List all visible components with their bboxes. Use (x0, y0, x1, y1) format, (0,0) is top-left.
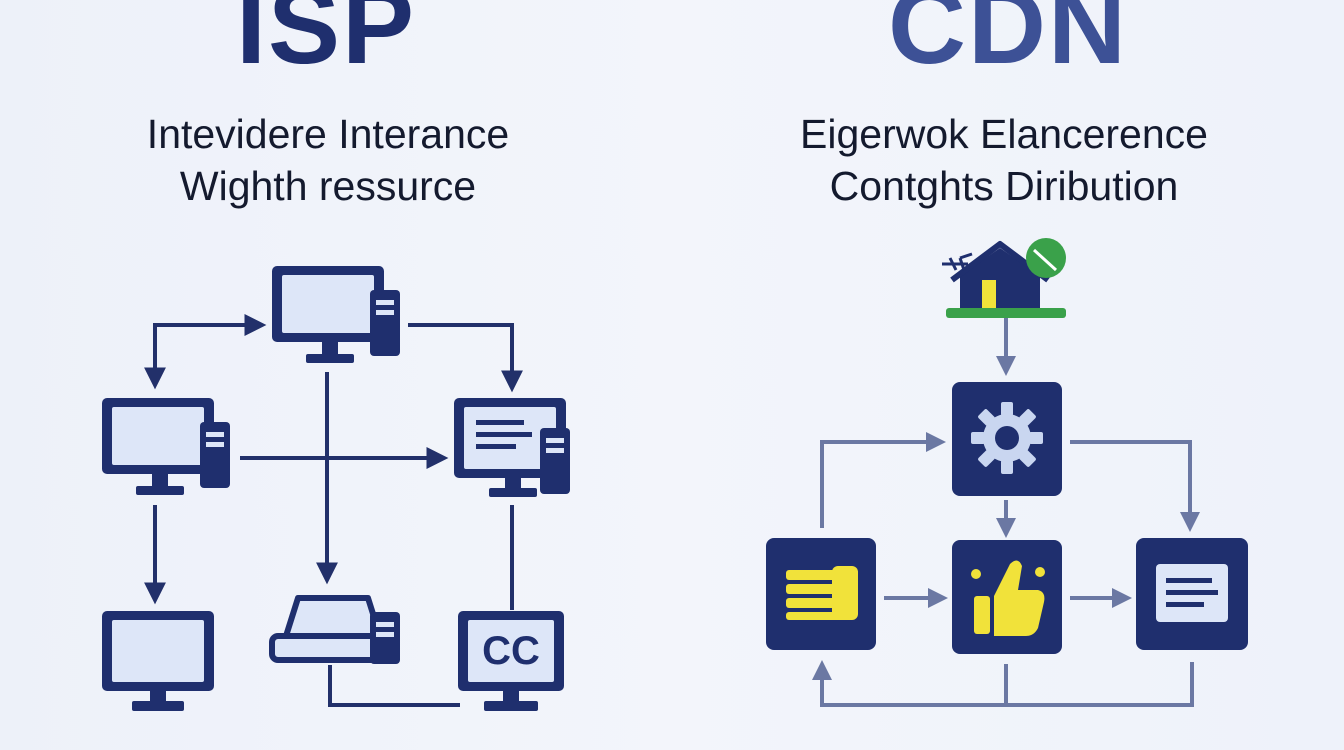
edge-node-right-document-icon (1136, 538, 1248, 650)
cdn-subtitle-line-1: Eigerwok Elancerence (800, 111, 1208, 157)
cc-monitor-icon: CC (458, 611, 564, 711)
cdn-panel: CDN Eigerwok Elancerence Contghts Diribu… (672, 0, 1344, 750)
desktop-right-icon (454, 398, 570, 497)
origin-server-house-icon (942, 238, 1066, 318)
cdn-subtitle-line-2: Contghts Diribution (829, 163, 1179, 209)
cdn-distribution-diagram (766, 238, 1248, 707)
isp-subtitle: Intevidere Interance Wighth ressurce (0, 108, 664, 212)
isp-network-diagram: CC (102, 266, 570, 711)
desktop-top-icon (272, 266, 400, 363)
line-laptop-to-cc (328, 665, 460, 707)
arrow-left-to-top (153, 314, 267, 378)
cdn-connectors (812, 318, 1200, 707)
desktop-left-icon (102, 398, 230, 495)
arrow-left-to-gear (820, 432, 946, 528)
arrow-gear-to-right (1070, 440, 1200, 532)
cdn-title: CDN (888, 0, 1128, 86)
isp-panel: ISP Intevidere Interance Wighth ressurce (0, 0, 664, 711)
isp-connectors (144, 314, 523, 707)
processing-node-gear-icon (952, 382, 1062, 496)
laptop-icon (269, 595, 400, 664)
isp-subtitle-line-2: Wighth ressurce (179, 163, 477, 209)
edge-node-center-thumbs-up-icon (952, 540, 1062, 654)
arrow-top-to-right (408, 323, 523, 393)
monitor-bottom-icon (102, 611, 214, 711)
isp-title: ISP (235, 0, 417, 86)
cc-label: CC (482, 629, 540, 673)
isp-subtitle-line-1: Intevidere Interance (146, 111, 510, 157)
cdn-subtitle: Eigerwok Elancerence Contghts Diribution (668, 108, 1340, 212)
edge-node-left-icon (766, 538, 876, 650)
